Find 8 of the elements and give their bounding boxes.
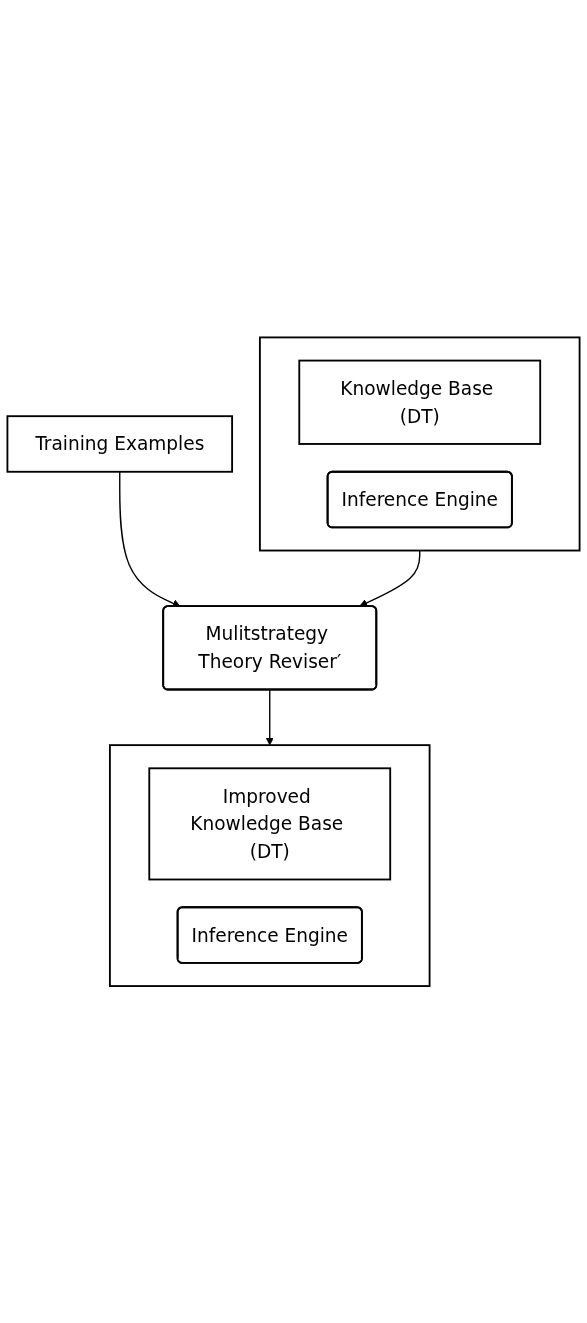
cluster [108,743,431,987]
arrow [119,470,181,607]
node-box: Training Examples [6,415,234,473]
cluster [258,336,581,552]
node-box: Improved Knowledge Base (DT) [148,767,392,881]
arrow [359,549,421,607]
node-box: Knowledge Base (DT) [298,359,542,445]
arrow [265,688,274,746]
